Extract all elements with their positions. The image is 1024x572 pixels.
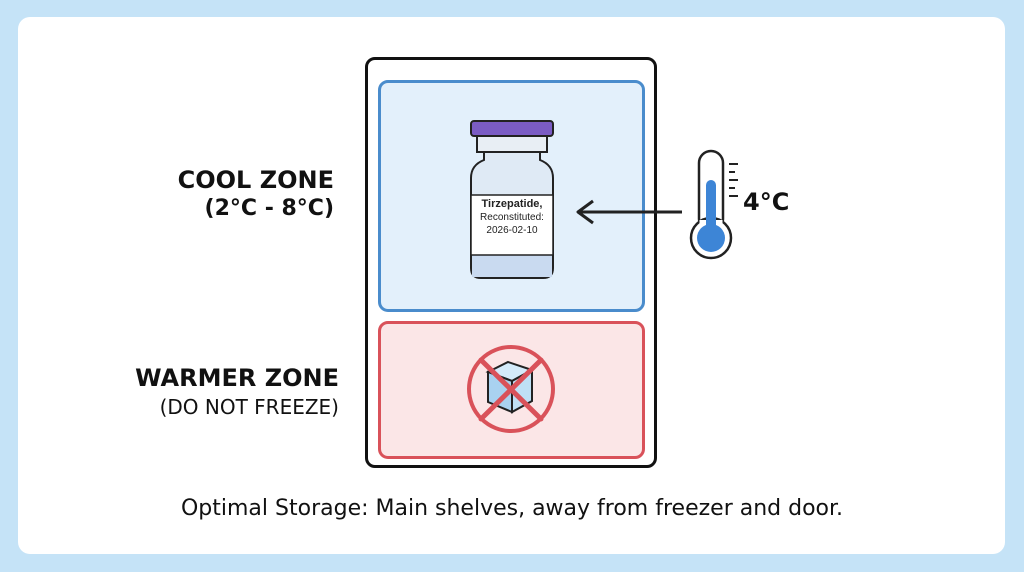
warm-zone-label: WARMER ZONE (DO NOT FREEZE) <box>19 363 339 421</box>
storage-caption: Optimal Storage: Main shelves, away from… <box>180 496 844 521</box>
warm-zone-note: (DO NOT FREEZE) <box>159 395 339 419</box>
thermometer-icon <box>689 149 738 260</box>
cool-zone-title: COOL ZONE <box>177 166 334 194</box>
cool-zone-range: (2°C - 8°C) <box>204 196 334 221</box>
no-ice-icon <box>467 345 555 433</box>
arrow-left-icon <box>576 199 682 225</box>
cool-zone-label: COOL ZONE (2°C - 8°C) <box>74 165 334 223</box>
temperature-reading: 4°C <box>743 188 790 216</box>
vial-date: 2026-02-10 <box>486 225 538 236</box>
warm-zone-title: WARMER ZONE <box>135 364 339 392</box>
vial-status: Reconstituted: <box>480 212 544 223</box>
vial-label: Tirzepatide, Reconstituted: 2026-02-10 <box>473 198 551 237</box>
vial-icon <box>470 120 554 279</box>
vial-name: Tirzepatide, <box>481 198 543 210</box>
